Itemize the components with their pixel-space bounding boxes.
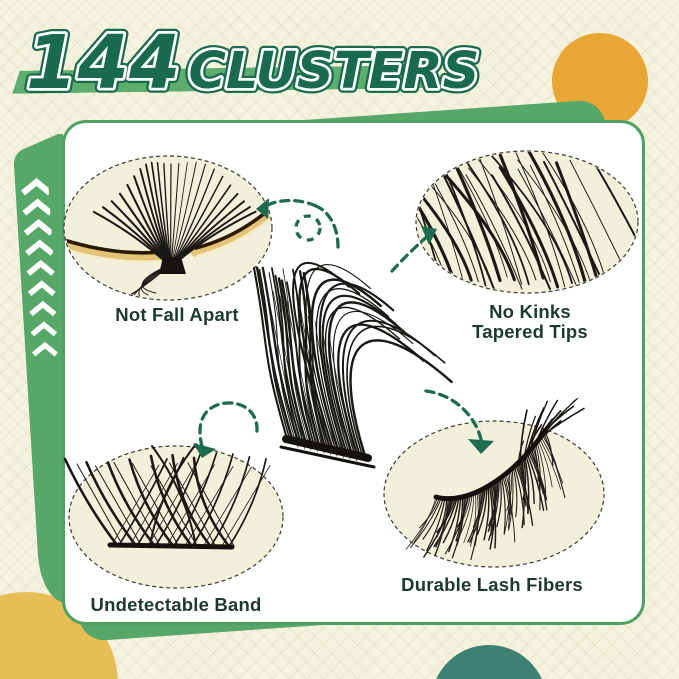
feature-label-text: Not Fall Apart [115,304,239,325]
feature-label-undetectable-band: Undetectable Band [91,595,262,615]
chevron-up-icons [21,178,58,357]
feature-card [62,120,645,625]
feature-label-text: Durable Lash Fibers [401,574,583,595]
feature-label-durable-lash-fibers: Durable Lash Fibers [401,575,583,595]
feature-label-text-line2: Tapered Tips [472,321,588,342]
chevron-ribbon [13,134,63,603]
feature-label-not-fall-apart: Not Fall Apart [115,305,238,325]
feature-label-no-kinks: No Kinks Tapered Tips [472,302,588,342]
decor-circle-teal [431,645,547,679]
feature-label-text: Undetectable Band [90,594,262,615]
feature-label-text: No Kinks [489,301,571,322]
